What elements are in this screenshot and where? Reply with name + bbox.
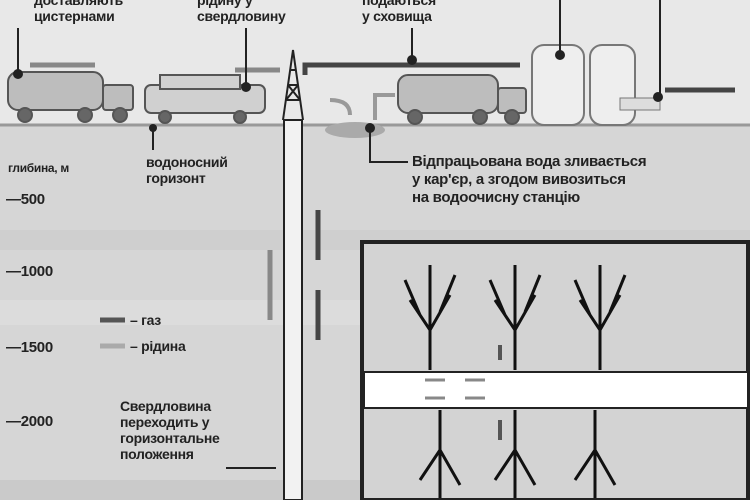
leader-lines: [17, 0, 661, 469]
tanker-truck-1: [7, 71, 134, 123]
waste-water-pit: [325, 122, 385, 138]
horizontal-note-line: Свердловина: [120, 398, 211, 414]
fracture-icons: [403, 265, 627, 498]
waste-water-line: у кар'єр, а згодом вивозиться: [412, 171, 626, 188]
return-flow-arrow: [373, 93, 395, 120]
well-pipe: [283, 119, 303, 500]
storage-label-line: у сховища: [362, 8, 432, 24]
depth-1500: —1500: [6, 339, 53, 356]
drilling-rig-icon: [282, 49, 304, 121]
gas-flow-arrows: [302, 62, 735, 340]
legend-gas: – газ: [130, 312, 161, 328]
waste-water-line: Відпрацьована вода зливається: [412, 153, 647, 170]
storage-tanks: [531, 44, 636, 126]
horizontal-wellbore: [363, 371, 749, 409]
pump-truck: [144, 74, 266, 124]
depth-2000: —2000: [6, 413, 53, 430]
aquifer-label-line: водоносний: [146, 154, 228, 170]
depth-title: глибина, м: [8, 161, 69, 175]
tanker-truck-2: [397, 74, 527, 125]
horizontal-note-line: переходить у: [120, 414, 210, 430]
leader-dots: [13, 50, 663, 133]
horizontal-note-line: положення: [120, 446, 194, 462]
pump-label-line: рідину у: [197, 0, 253, 8]
waste-water-line: на водоочисну станцію: [412, 189, 580, 206]
pump-label-line: свердловину: [197, 8, 286, 24]
depth-500: —500: [6, 191, 45, 208]
tankers-label-line: доставляють: [34, 0, 123, 8]
horizontal-note-line: горизонтальне: [120, 430, 220, 446]
legend-liquid: – рідина: [130, 338, 186, 354]
depth-1000: —1000: [6, 263, 53, 280]
storage-label-line: подаються: [362, 0, 436, 8]
aquifer-label-line: горизонт: [146, 170, 206, 186]
return-flow-arrow: [329, 98, 352, 116]
liquid-flow-arrows: [30, 62, 280, 320]
tankers-label-line: цистернами: [34, 8, 115, 24]
pipeline-segment: [619, 97, 661, 111]
inset-fracture-view: [360, 240, 750, 500]
inset-flow-arrows: [425, 378, 485, 400]
